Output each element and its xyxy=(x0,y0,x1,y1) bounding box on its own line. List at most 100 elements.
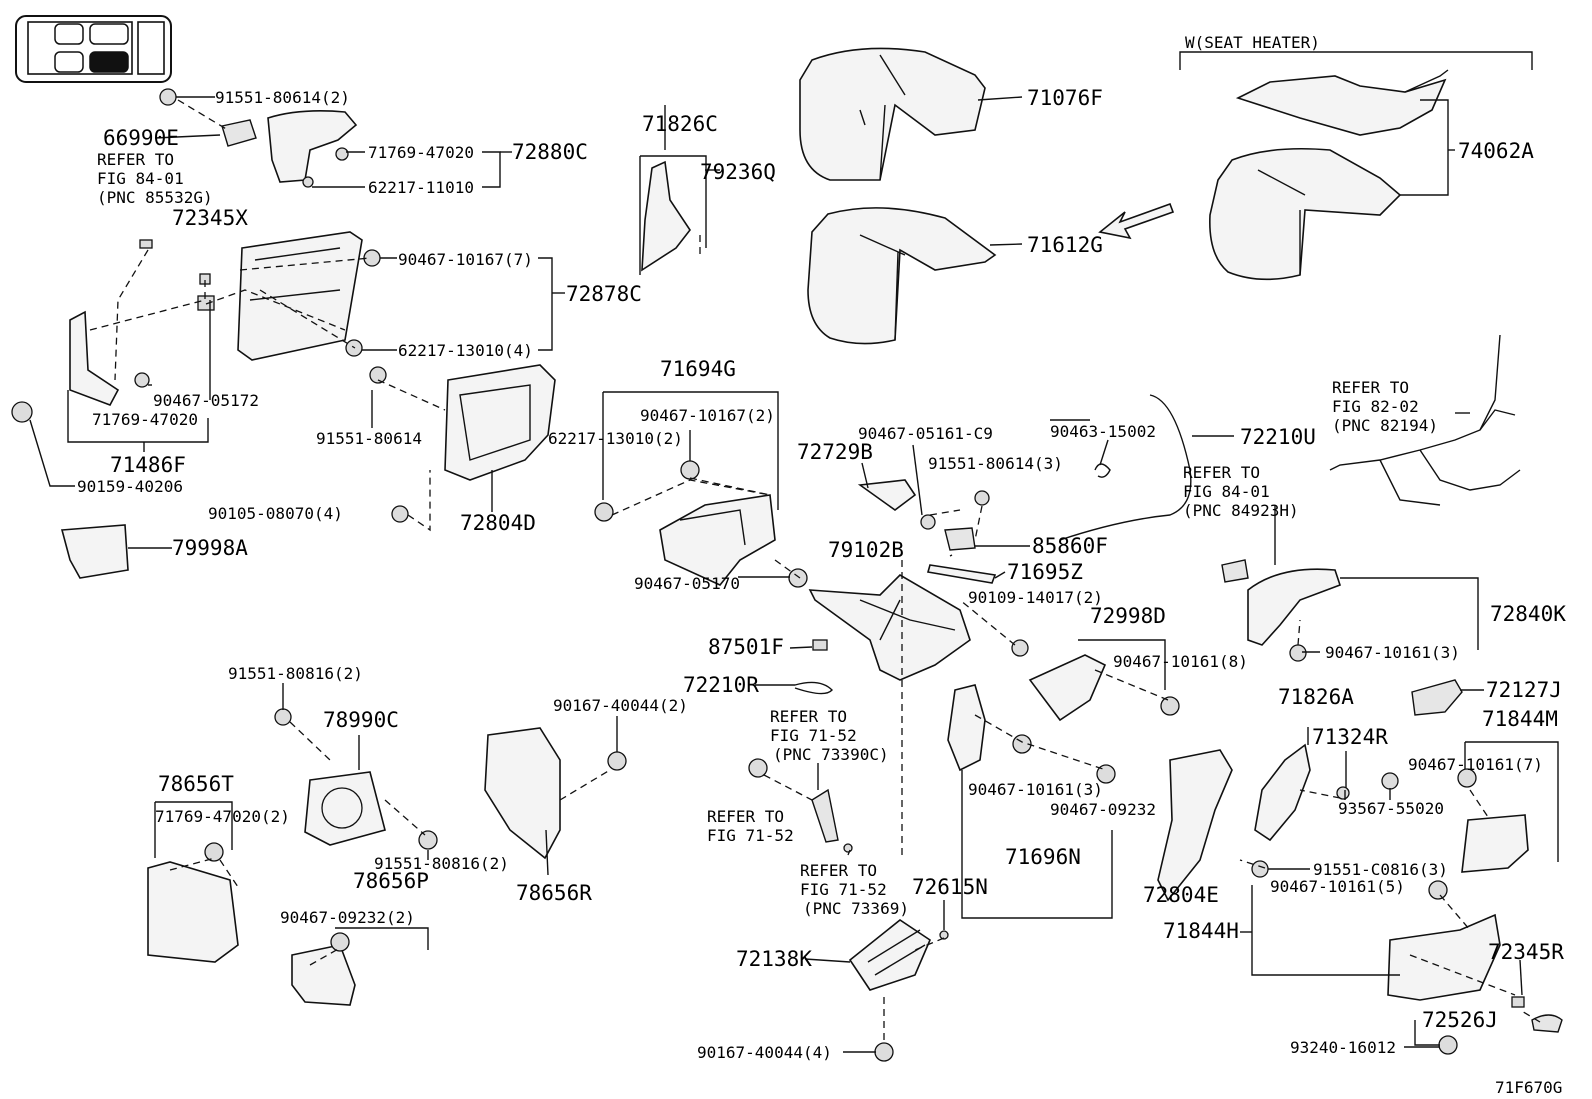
console-frame-79102B xyxy=(808,573,971,681)
bracket-78656T xyxy=(154,801,233,858)
label-93240-16012: 93240-16012 xyxy=(1290,1038,1396,1057)
trim-72880C xyxy=(267,110,358,183)
label-78990C: 78990C xyxy=(323,708,399,732)
cover-71696N xyxy=(947,684,986,772)
label-refer-71-52-a: REFER TO xyxy=(770,707,847,726)
assembly-dash-lines xyxy=(89,99,1541,1040)
clip-90463-15002 xyxy=(1094,463,1111,478)
label-62217-13010-2: 62217-13010(2) xyxy=(548,429,683,448)
label-90467-09232-2: 90467-09232(2) xyxy=(280,908,415,927)
label-seat-heater: W(SEAT HEATER) xyxy=(1185,33,1320,52)
label-79236Q: 79236Q xyxy=(700,160,776,184)
label-72345R: 72345R xyxy=(1488,940,1564,964)
label-72127J: 72127J xyxy=(1486,678,1562,702)
label-91551-C0816-3: 91551-C0816(3) xyxy=(1313,860,1448,879)
figure-code: 71F670G xyxy=(1495,1078,1562,1097)
label-90467-10161-8: 90467-10161(8) xyxy=(1113,652,1248,671)
cover-79998A xyxy=(60,524,129,579)
label-refer-71-52-b-fig: FIG 71-52 xyxy=(707,826,794,845)
label-90159-40206: 90159-40206 xyxy=(77,477,183,496)
label-79998A: 79998A xyxy=(172,536,248,560)
label-71696N: 71696N xyxy=(1005,845,1081,869)
bracket-72840K xyxy=(1340,577,1479,650)
label-refer-84-01-b: REFER TO xyxy=(1183,463,1260,482)
fan-78990C xyxy=(304,771,386,846)
garnish-71486F xyxy=(69,310,120,406)
label-90167-40044-4: 90167-40044(4) xyxy=(697,1043,832,1062)
label-72615N: 72615N xyxy=(912,875,988,899)
label-91551-80614-3: 91551-80614(3) xyxy=(928,454,1063,473)
label-72880C: 72880C xyxy=(512,140,588,164)
bracket-72804E xyxy=(1157,749,1233,902)
label-71612G: 71612G xyxy=(1027,233,1103,257)
label-refer-71-52-c-fig: FIG 71-52 xyxy=(800,880,887,899)
panel-79236Q xyxy=(641,160,691,272)
label-78656P: 78656P xyxy=(353,869,429,893)
label-91551-80816-2a: 91551-80816(2) xyxy=(228,664,363,683)
label-91551-80614-2: 91551-80614(2) xyxy=(215,88,350,107)
label-62217-11010: 62217-11010 xyxy=(368,178,474,197)
label-71769-47020-top: 71769-47020 xyxy=(368,143,474,162)
armrest-lid-72840K xyxy=(1247,568,1342,646)
label-62217-13010-4: 62217-13010(4) xyxy=(398,341,533,360)
label-91551-80816-2b: 91551-80816(2) xyxy=(374,854,509,873)
label-90467-10161-3a: 90467-10161(3) xyxy=(1325,643,1460,662)
label-74062A: 74062A xyxy=(1458,139,1534,163)
leader-78656R xyxy=(545,829,549,876)
label-refer-82-02: REFER TO xyxy=(1332,378,1409,397)
label-90467-10167-2: 90467-10167(2) xyxy=(640,406,775,425)
seat-cushion-71612G xyxy=(807,207,997,345)
fan-ring xyxy=(321,787,363,829)
label-90109-14017-2: 90109-14017(2) xyxy=(968,588,1103,607)
pad-72127J xyxy=(1411,679,1463,716)
panel-78656P xyxy=(291,944,356,1006)
leader-lines xyxy=(29,96,1523,1053)
label-93567-55020: 93567-55020 xyxy=(1338,799,1444,818)
label-85860F: 85860F xyxy=(1032,534,1108,558)
label-71844M: 71844M xyxy=(1482,707,1558,731)
switch-66990E xyxy=(221,119,257,147)
label-66990E: 66990E xyxy=(103,126,179,150)
label-90105-08070-4: 90105-08070(4) xyxy=(208,504,343,523)
label-refer-84-01-a-fig: FIG 84-01 xyxy=(97,169,184,188)
label-refer-71-52-c-pnc: (PNC 73369) xyxy=(803,899,909,918)
seat-cushion-71076F xyxy=(799,47,986,181)
label-90467-05170: 90467-05170 xyxy=(634,574,740,593)
label-79102B: 79102B xyxy=(828,538,904,562)
label-refer-82-02-pnc: (PNC 82194) xyxy=(1332,416,1438,435)
direction-arrow xyxy=(1098,202,1175,240)
label-90467-05172: 90467-05172 xyxy=(153,391,259,410)
label-90467-10161-5: 90467-10161(5) xyxy=(1270,877,1405,896)
label-72840K: 72840K xyxy=(1490,602,1566,626)
panel-78656R xyxy=(484,727,561,860)
label-78656T: 78656T xyxy=(158,772,234,796)
part-labels: W(SEAT HEATER) 91551-80614(2) 66990E REF… xyxy=(77,33,1566,1097)
label-refer-84-01-a: REFER TO xyxy=(97,150,174,169)
wire-harness xyxy=(1329,334,1521,506)
label-72998D: 72998D xyxy=(1090,604,1166,628)
tray-71844M xyxy=(1461,814,1529,873)
bracket-72729B xyxy=(857,479,917,511)
label-71486F: 71486F xyxy=(110,453,186,477)
label-refer-71-52-c: REFER TO xyxy=(800,861,877,880)
cover-72998D xyxy=(1028,654,1107,722)
label-72138K: 72138K xyxy=(736,947,812,971)
label-71695Z: 71695Z xyxy=(1007,560,1083,584)
plate-72138K xyxy=(848,919,931,991)
label-71769-47020-2: 71769-47020(2) xyxy=(155,807,290,826)
seat-heater-bracket xyxy=(1179,51,1533,70)
box-71844H xyxy=(1387,913,1501,1001)
label-90467-09232: 90467-09232 xyxy=(1050,800,1156,819)
label-refer-84-01-a-pnc: (PNC 85532G) xyxy=(97,188,213,207)
label-refer-84-01-b-fig: FIG 84-01 xyxy=(1183,482,1270,501)
bracket-71696N xyxy=(961,770,1113,919)
label-72526J: 72526J xyxy=(1422,1008,1498,1032)
locator-icon xyxy=(15,15,172,83)
bracket-72804D xyxy=(444,364,556,481)
label-71844H: 71844H xyxy=(1163,919,1239,943)
label-72804E: 72804E xyxy=(1143,883,1219,907)
label-87501F: 87501F xyxy=(708,635,784,659)
label-90467-10161-3b: 90467-10161(3) xyxy=(968,780,1103,799)
label-72729B: 72729B xyxy=(797,440,873,464)
